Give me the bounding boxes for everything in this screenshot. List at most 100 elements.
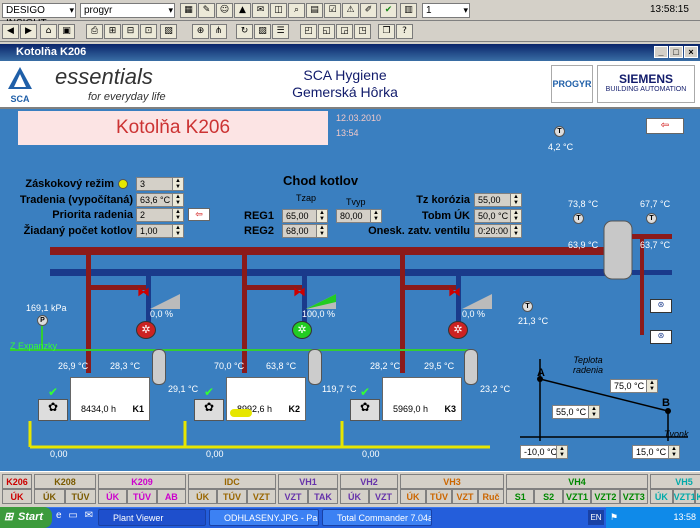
pump-icon[interactable]: ⊛ — [650, 330, 672, 344]
spinner-arrows-icon[interactable]: ▲▼ — [510, 210, 521, 222]
nav-group-k206[interactable]: K206 — [2, 474, 32, 489]
boiler-k1[interactable]: 8434,0 h K1 — [70, 377, 150, 421]
plant-icon[interactable]: ⊟ — [122, 24, 139, 39]
tools-icon[interactable]: ✎ — [198, 3, 215, 18]
split-icon[interactable]: ◱ — [318, 24, 335, 39]
cascade-icon[interactable]: ❐ — [378, 24, 395, 39]
graph-y-mid-input[interactable]: 55,0 °C▲▼ — [552, 405, 600, 419]
task-total-commander[interactable]: Total Commander 7.04a ... — [322, 509, 432, 526]
param-input-priorita[interactable]: 2▲▼ — [136, 208, 184, 222]
forward-icon[interactable]: ▶ — [20, 24, 37, 39]
nav-k209-túv[interactable]: TÚV — [127, 489, 157, 504]
tree-icon[interactable]: ⋔ — [210, 24, 227, 39]
minimize-button[interactable]: _ — [654, 46, 668, 58]
check-icon[interactable]: ☑ — [324, 3, 341, 18]
alarm-bell-icon[interactable]: ▲ — [234, 3, 251, 18]
spinner-arrows-icon[interactable]: ▲▼ — [668, 446, 679, 458]
back-arrow-icon[interactable]: ⇦ — [646, 118, 684, 134]
chart-icon[interactable]: ◫ — [270, 3, 287, 18]
burner-k2-icon[interactable]: ✿ — [194, 399, 224, 421]
outdoor-temp-sensor-icon[interactable]: T — [554, 126, 565, 137]
back-icon[interactable]: ◀ — [2, 24, 19, 39]
param-input-zaskok[interactable]: 3▲▼ — [136, 177, 184, 191]
param-input-tobm[interactable]: 50,0 °C▲▼ — [474, 209, 522, 223]
desktop-icon[interactable]: ▭ — [68, 510, 78, 521]
users-icon[interactable]: ☺ — [216, 3, 233, 18]
view-icon[interactable]: ⊡ — [140, 24, 157, 39]
nav-idc-vzt[interactable]: VZT — [246, 489, 276, 504]
spinner-arrows-icon[interactable]: ▲▼ — [370, 210, 381, 222]
spinner-arrows-icon[interactable]: ▲▼ — [172, 178, 183, 190]
nav-group-vh5[interactable]: VH5 — [650, 474, 700, 489]
nav-k208-túv[interactable]: TÚV — [65, 489, 96, 504]
spinner-arrows-icon[interactable]: ▲▼ — [316, 225, 327, 237]
reg2-tzap-input[interactable]: 68,00▲▼ — [282, 224, 328, 238]
nav-vh3-ruč[interactable]: Ruč — [478, 489, 504, 504]
param-input-ziadany[interactable]: 1,00▲▼ — [136, 224, 184, 238]
layers-icon[interactable]: ▧ — [160, 24, 177, 39]
reg1-tzap-input[interactable]: 65,00▲▼ — [282, 209, 328, 223]
nav-k206-úk[interactable]: ÚK — [2, 489, 32, 504]
envelope-icon[interactable]: ✉ — [252, 3, 269, 18]
spinner-arrows-icon[interactable]: ▲▼ — [588, 406, 599, 418]
spinner-arrows-icon[interactable]: ▲▼ — [316, 210, 327, 222]
graph-y-high-input[interactable]: 75,0 °C▲▼ — [610, 379, 658, 393]
nav-vh4-vzt2[interactable]: VZT2 — [591, 489, 620, 504]
task-plant-viewer[interactable]: Plant Viewer — [98, 509, 206, 526]
search-icon[interactable]: ⌕ — [288, 3, 305, 18]
window-icon[interactable]: ◰ — [300, 24, 317, 39]
start-button[interactable]: ⊞ Start — [0, 507, 52, 528]
boiler-k3[interactable]: 5969,0 h K3 — [382, 377, 462, 421]
nav-vh1-tak[interactable]: TAK — [308, 489, 338, 504]
close-button[interactable]: × — [684, 46, 698, 58]
nav-group-vh1[interactable]: VH1 — [278, 474, 338, 489]
nav-group-vh4[interactable]: VH4 — [506, 474, 648, 489]
nav-group-k209[interactable]: K209 — [98, 474, 186, 489]
nav-vh2-vzt[interactable]: VZT — [369, 489, 398, 504]
page-dropdown[interactable]: 1 — [422, 3, 470, 18]
home-icon[interactable]: ⌂ — [40, 24, 57, 39]
pressure-sensor-icon[interactable]: P — [37, 315, 48, 326]
nav-vh5-vzt1[interactable]: VZT1 — [672, 489, 696, 504]
burner-k1-icon[interactable]: ✿ — [38, 399, 68, 421]
nav-idc-úk[interactable]: ÚK — [188, 489, 218, 504]
nav-vh4-s1[interactable]: S1 — [506, 489, 535, 504]
task-paint[interactable]: ODHLASENY.JPG - Paint — [209, 509, 319, 526]
edit-icon[interactable]: ✐ — [360, 3, 377, 18]
outlook-icon[interactable]: ✉ — [84, 510, 93, 521]
valve-k2-icon[interactable]: ⧓ — [293, 284, 306, 299]
temp-sensor-icon[interactable]: T — [646, 213, 657, 224]
pump-icon[interactable]: ⊛ — [650, 299, 672, 313]
nav-vh3-úk[interactable]: ÚK — [400, 489, 426, 504]
nav-vh3-vzt[interactable]: VZT — [452, 489, 478, 504]
burner-k3-icon[interactable]: ✿ — [350, 399, 380, 421]
spinner-arrows-icon[interactable]: ▲▼ — [646, 380, 657, 392]
nav-vh3-túv[interactable]: TÚV — [426, 489, 452, 504]
network-icon[interactable]: ⊞ — [104, 24, 121, 39]
print-icon[interactable]: ⎙ — [86, 24, 103, 39]
graph-x-high-input[interactable]: 15,0 °C▲▼ — [632, 445, 680, 459]
grid-view-icon[interactable]: ◲ — [336, 24, 353, 39]
pump-k1-icon[interactable]: ✲ — [136, 321, 156, 339]
nav-group-vh2[interactable]: VH2 — [340, 474, 398, 489]
grid-icon[interactable]: ▦ — [180, 3, 197, 18]
param-input-tz-korozia[interactable]: 55,00▲▼ — [474, 193, 522, 207]
spinner-arrows-icon[interactable]: ▲▼ — [510, 194, 521, 206]
nav-vh4-vzt3[interactable]: VZT3 — [619, 489, 648, 504]
nav-vh2-úk[interactable]: ÚK — [340, 489, 369, 504]
spinner-arrows-icon[interactable]: ▲▼ — [510, 225, 521, 237]
nav-k209-úk[interactable]: ÚK — [98, 489, 128, 504]
temp-sensor-icon[interactable]: T — [522, 301, 533, 312]
nav-group-idc[interactable]: IDC — [188, 474, 276, 489]
param-input-tradenia[interactable]: 63,6 °C▲▼ — [136, 193, 184, 207]
nav-k208-úk[interactable]: ÚK — [34, 489, 65, 504]
nav-group-vh3[interactable]: VH3 — [400, 474, 504, 489]
zoom-icon[interactable]: ⊕ — [192, 24, 209, 39]
warning-icon[interactable]: ⚠ — [342, 3, 359, 18]
nav-idc-túv[interactable]: TÚV — [217, 489, 247, 504]
graph-x-low-input[interactable]: -10,0 °C▲▼ — [520, 445, 568, 459]
param-input-onesk[interactable]: 0:20:00▲▼ — [474, 224, 522, 238]
pump-k3-icon[interactable]: ✲ — [448, 321, 468, 339]
nav-vh5-kanc[interactable]: Kanc — [695, 489, 700, 504]
language-indicator[interactable]: EN — [588, 510, 604, 525]
